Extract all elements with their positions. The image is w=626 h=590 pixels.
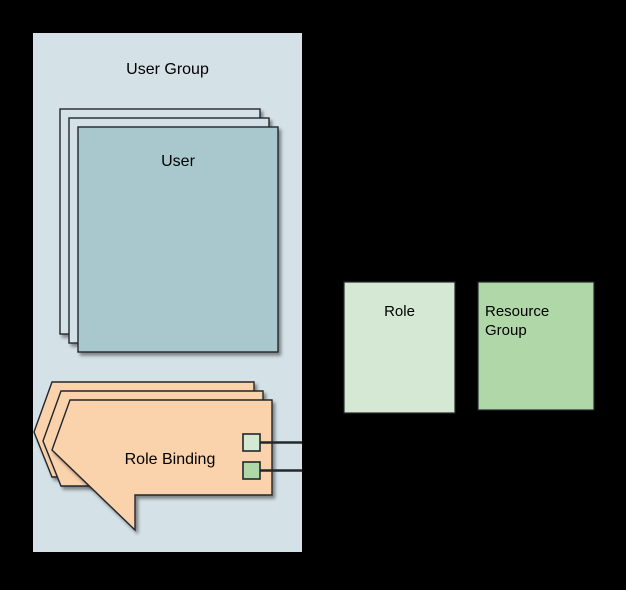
- user-card-front[interactable]: [77, 126, 279, 353]
- resource-group-port-square[interactable]: [242, 461, 261, 480]
- role-binding-stack[interactable]: [33, 381, 273, 532]
- user-stack[interactable]: [59, 108, 279, 353]
- role-binding-arrow-front[interactable]: [51, 399, 273, 532]
- role-port-square[interactable]: [242, 433, 261, 452]
- role-box[interactable]: [343, 281, 456, 414]
- resource-group-box[interactable]: [477, 281, 595, 411]
